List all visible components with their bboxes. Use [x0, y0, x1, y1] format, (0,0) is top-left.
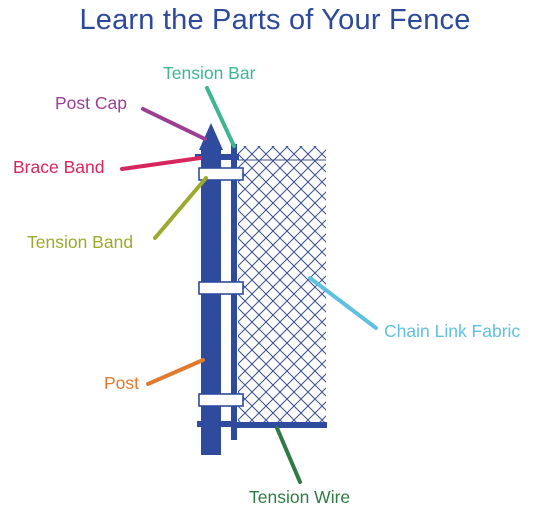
brace-band-label: Brace Band	[13, 157, 105, 177]
tension-bar-label: Tension Bar	[163, 63, 256, 83]
tension-bar-leader	[205, 86, 236, 148]
brace-band	[195, 154, 239, 160]
tension-wire-leader	[275, 426, 302, 484]
tension-band-top	[198, 167, 244, 181]
brace-band-leader	[120, 156, 202, 171]
post-cap-label: Post Cap	[55, 93, 127, 113]
tension-band-bottom	[198, 393, 244, 407]
chain-link-fabric-leader	[308, 276, 378, 330]
tension-band-leader	[153, 176, 208, 240]
post-cap-leader	[141, 107, 207, 141]
fence-post	[201, 148, 221, 455]
post-cap	[199, 123, 223, 150]
tension-band-middle	[198, 281, 244, 295]
chain-link-fabric-label: Chain Link Fabric	[384, 321, 521, 341]
bottom-clamp	[197, 421, 235, 427]
tension-band-label: Tension Band	[27, 232, 134, 252]
post-leader	[146, 358, 205, 386]
tension-wire-label: Tension Wire	[249, 487, 351, 507]
chain-link-fabric	[238, 146, 326, 428]
tension-wire	[232, 422, 327, 428]
post-label: Post	[104, 373, 140, 393]
page-title: Learn the Parts of Your Fence	[79, 4, 471, 36]
